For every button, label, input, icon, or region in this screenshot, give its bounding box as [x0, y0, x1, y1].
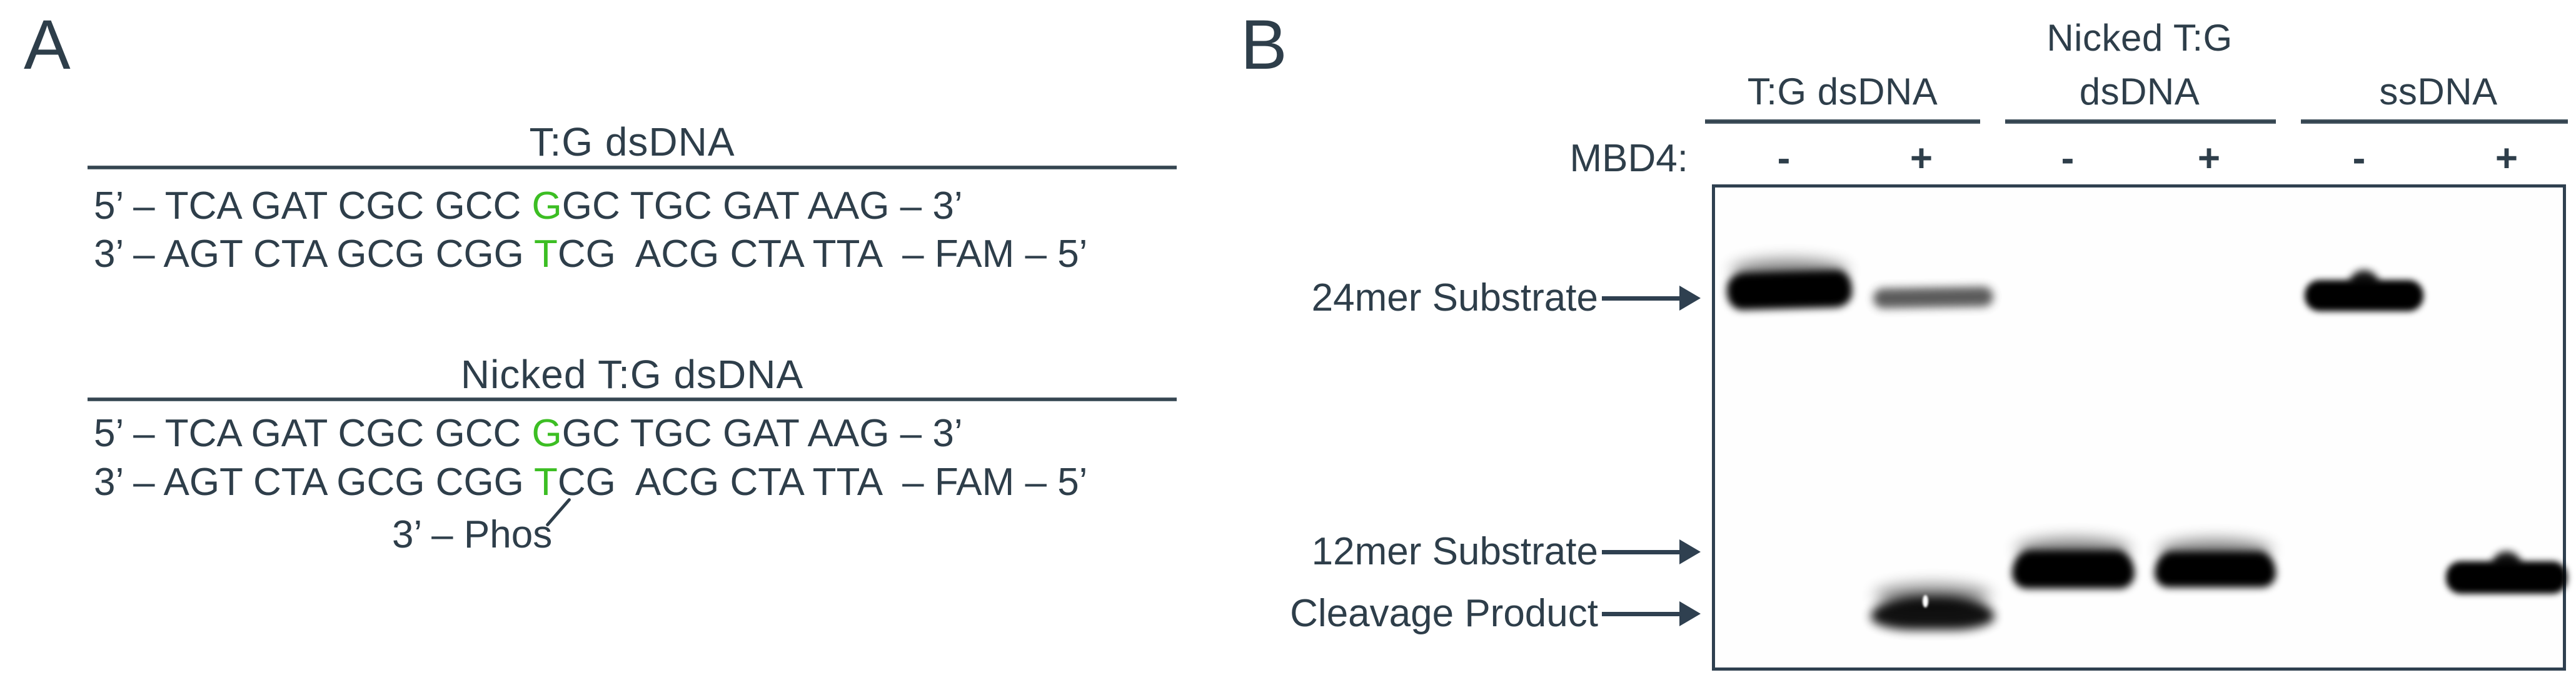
gel-band-lane2-cleavage [1871, 596, 1995, 630]
panel-a: A T:G dsDNA 5’ – TCA GAT CGC GCC GGC TGC… [0, 0, 1225, 690]
duplex-title-tg-dsdna: T:G dsDNA [529, 119, 735, 164]
lane-group-label-nicked-line2: dsDNA [2079, 71, 2200, 112]
arrow-right-icon [1602, 601, 1702, 626]
arrow-shaft [1602, 550, 1679, 554]
gel-band-lane4-12mer [2155, 551, 2276, 588]
top-strand-sequence: 5’ – TCA GAT CGC GCC GGC TGC GAT AAG – 3… [94, 414, 963, 453]
band-label-24mer-substrate: 24mer Substrate [1311, 276, 1598, 319]
condition-plus: + [1909, 137, 1933, 180]
gel-band-lane5-24mer [2305, 280, 2423, 311]
panel-b-label: B [1240, 6, 1287, 84]
arrow-shaft [1602, 296, 1679, 301]
top-strand-sequence: 5’ – TCA GAT CGC GCC GGC TGC GAT AAG – 3… [94, 187, 963, 226]
title-underline-rule [88, 398, 1177, 401]
highlighted-g-base: G [531, 412, 562, 455]
arrow-right-icon [1602, 286, 1702, 311]
sequence-segment: 3’ – AGT CTA GCG CGG [94, 232, 535, 276]
bottom-strand-sequence: 3’ – AGT CTA GCG CGG TCG ACG CTA TTA – F… [94, 463, 1087, 502]
gel-image [1712, 184, 2566, 671]
sequence-segment: 3’ – AGT CTA GCG CGG [94, 461, 535, 504]
arrow-shaft [1602, 612, 1679, 616]
lane-group-underline [1705, 119, 1980, 124]
mbd4-row-label: MBD4: [1569, 137, 1688, 180]
sequence-segment: 5’ – TCA GAT CGC GCC [94, 412, 532, 455]
lane-group-label-nicked-line1: Nicked T:G [2046, 17, 2233, 59]
condition-minus: - [2061, 137, 2075, 180]
duplex-title-nicked-tg-dsdna: Nicked T:G dsDNA [460, 352, 804, 397]
gel-band-lane6-12mer [2446, 561, 2567, 594]
lane-group-label-tg-dsdna: T:G dsDNA [1747, 71, 1938, 112]
lane-group-underline [2301, 119, 2568, 124]
band-label-12mer-substrate: 12mer Substrate [1311, 530, 1598, 573]
band-label-cleavage-product: Cleavage Product [1290, 592, 1598, 635]
gel-band-lane1-24mer [1726, 269, 1853, 311]
arrow-right-icon [1602, 539, 1702, 564]
title-underline-rule [88, 166, 1177, 169]
nick-phosphate-label: 3’ – Phos [392, 513, 553, 556]
sequence-segment: GC TGC GAT AAG – 3’ [561, 184, 963, 228]
lane-group-label-ssdna: ssDNA [2379, 71, 2498, 112]
panel-a-label: A [24, 6, 71, 84]
condition-minus: - [2352, 137, 2366, 180]
sequence-segment: CG ACG CTA TTA – FAM – 5’ [557, 232, 1088, 276]
condition-plus: + [2197, 137, 2221, 180]
highlighted-t-base: T [534, 461, 558, 504]
arrow-head [1679, 286, 1701, 311]
sequence-segment: GC TGC GAT AAG – 3’ [561, 412, 963, 455]
lane-group-underline [2005, 119, 2276, 124]
sequence-segment: 5’ – TCA GAT CGC GCC [94, 184, 532, 228]
gel-band-white-spot-lane2-cleavage [1923, 595, 1928, 608]
condition-plus: + [2495, 137, 2518, 180]
gel-band-lane3-12mer [2012, 550, 2135, 589]
arrow-head [1679, 539, 1701, 564]
highlighted-t-base: T [534, 232, 558, 276]
bottom-strand-sequence: 3’ – AGT CTA GCG CGG TCG ACG CTA TTA – F… [94, 235, 1087, 274]
highlighted-g-base: G [531, 184, 562, 228]
condition-minus: - [1777, 137, 1791, 180]
gel-band-lane2-24mer-faint [1873, 286, 1994, 309]
arrow-head [1679, 601, 1701, 626]
sequence-segment: CG ACG CTA TTA – FAM – 5’ [557, 461, 1088, 504]
